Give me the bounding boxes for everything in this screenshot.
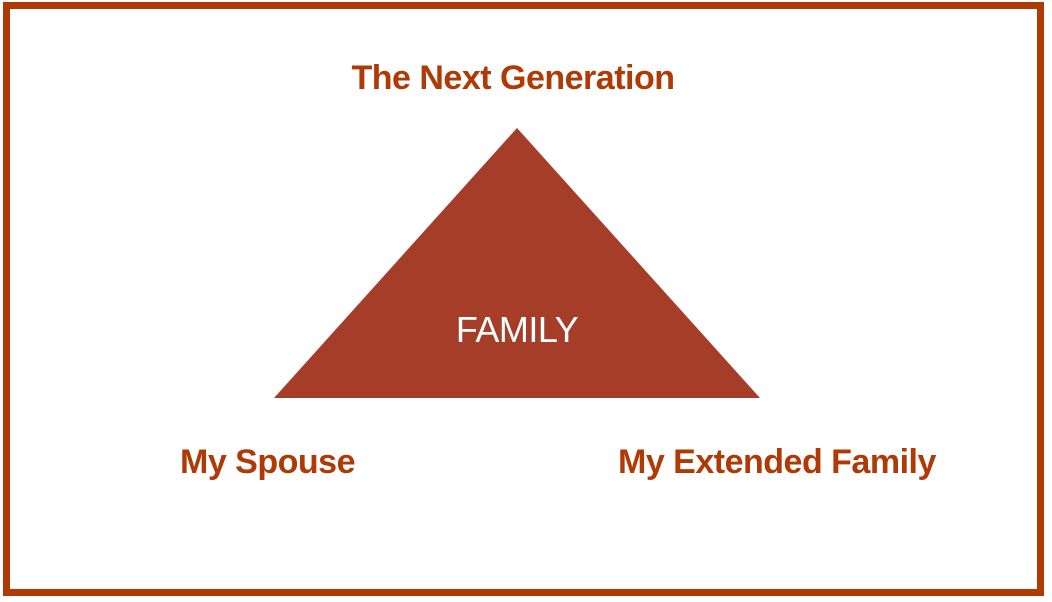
triangle-shape (274, 128, 760, 398)
center-label: FAMILY (455, 309, 579, 350)
vertex-label-bottom-right: My Extended Family (618, 443, 936, 481)
vertex-label-bottom-left: My Spouse (180, 443, 355, 481)
vertex-label-top: The Next Generation (351, 59, 675, 97)
